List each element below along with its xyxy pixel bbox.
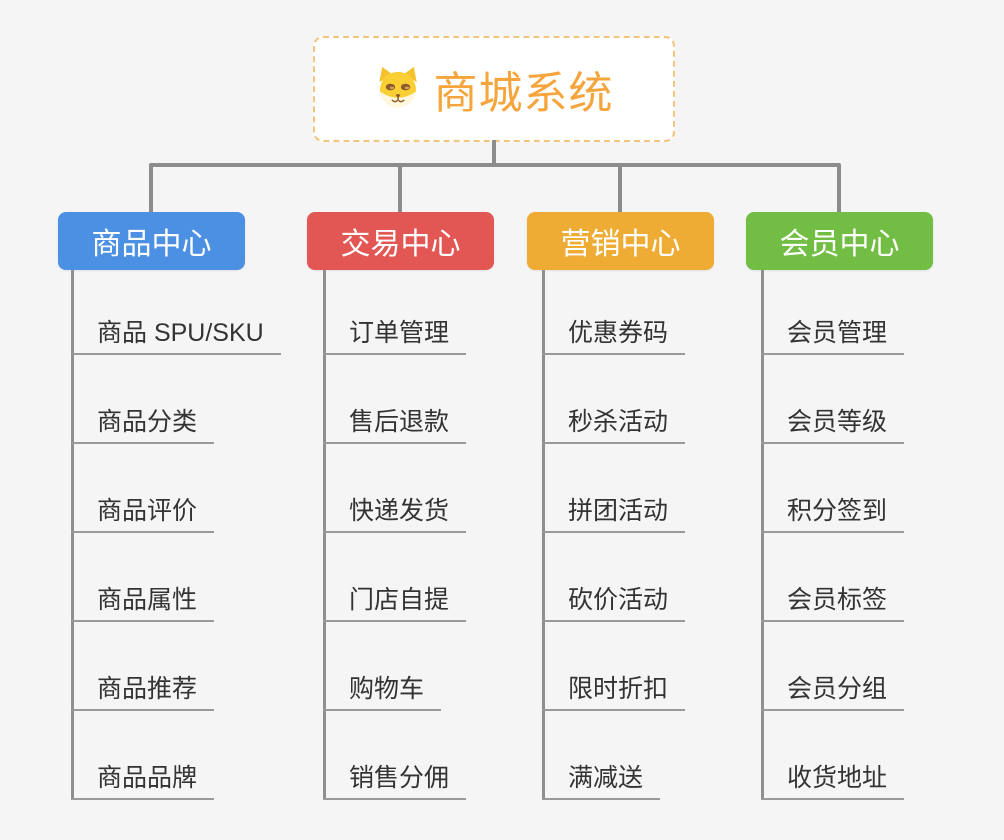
topic-item[interactable]: 限时折扣 [542,670,686,711]
topic-item[interactable]: 商品分类 [71,403,215,444]
connector-drop-marketing [618,165,622,212]
topic-item[interactable]: 购物车 [323,670,442,711]
topic-item[interactable]: 会员分组 [761,670,905,711]
topic-item[interactable]: 砍价活动 [542,581,686,622]
connector-drop-trade [398,165,402,212]
branch-node-product-center[interactable]: 商品中心 [58,212,245,270]
topic-item[interactable]: 收货地址 [761,759,905,800]
topic-item[interactable]: 优惠券码 [542,314,686,355]
branch-node-member-center[interactable]: 会员中心 [746,212,933,270]
root-topic-mall-system[interactable]: 商城系统 [313,36,675,142]
topic-item[interactable]: 商品评价 [71,492,215,533]
topic-item[interactable]: 商品推荐 [71,670,215,711]
connector-horizontal-spine [149,163,841,167]
topic-item[interactable]: 商品 SPU/SKU [71,314,281,355]
topic-item[interactable]: 订单管理 [323,314,467,355]
topic-item[interactable]: 会员管理 [761,314,905,355]
topic-item[interactable]: 秒杀活动 [542,403,686,444]
root-topic-title: 商城系统 [433,69,614,118]
connector-drop-product [149,165,153,212]
topic-item[interactable]: 售后退款 [323,403,467,444]
branch-node-marketing-center[interactable]: 营销中心 [527,212,714,270]
topic-item[interactable]: 门店自提 [323,581,467,622]
topic-item[interactable]: 销售分佣 [323,759,467,800]
connector-drop-member [837,165,841,212]
connector-root-vertical [492,140,496,167]
topic-item[interactable]: 商品属性 [71,581,215,622]
dog-face-icon [375,65,421,114]
branch-trunk-line-trade [323,270,326,800]
topic-item[interactable]: 会员等级 [761,403,905,444]
topic-item[interactable]: 积分签到 [761,492,905,533]
topic-item[interactable]: 快递发货 [323,492,467,533]
branch-trunk-line-marketing [542,270,545,800]
topic-item[interactable]: 满减送 [542,759,661,800]
topic-item[interactable]: 商品品牌 [71,759,215,800]
topic-item[interactable]: 会员标签 [761,581,905,622]
branch-trunk-line-product [71,270,74,800]
branch-node-trade-center[interactable]: 交易中心 [307,212,494,270]
branch-trunk-line-member [761,270,764,800]
topic-item[interactable]: 拼团活动 [542,492,686,533]
